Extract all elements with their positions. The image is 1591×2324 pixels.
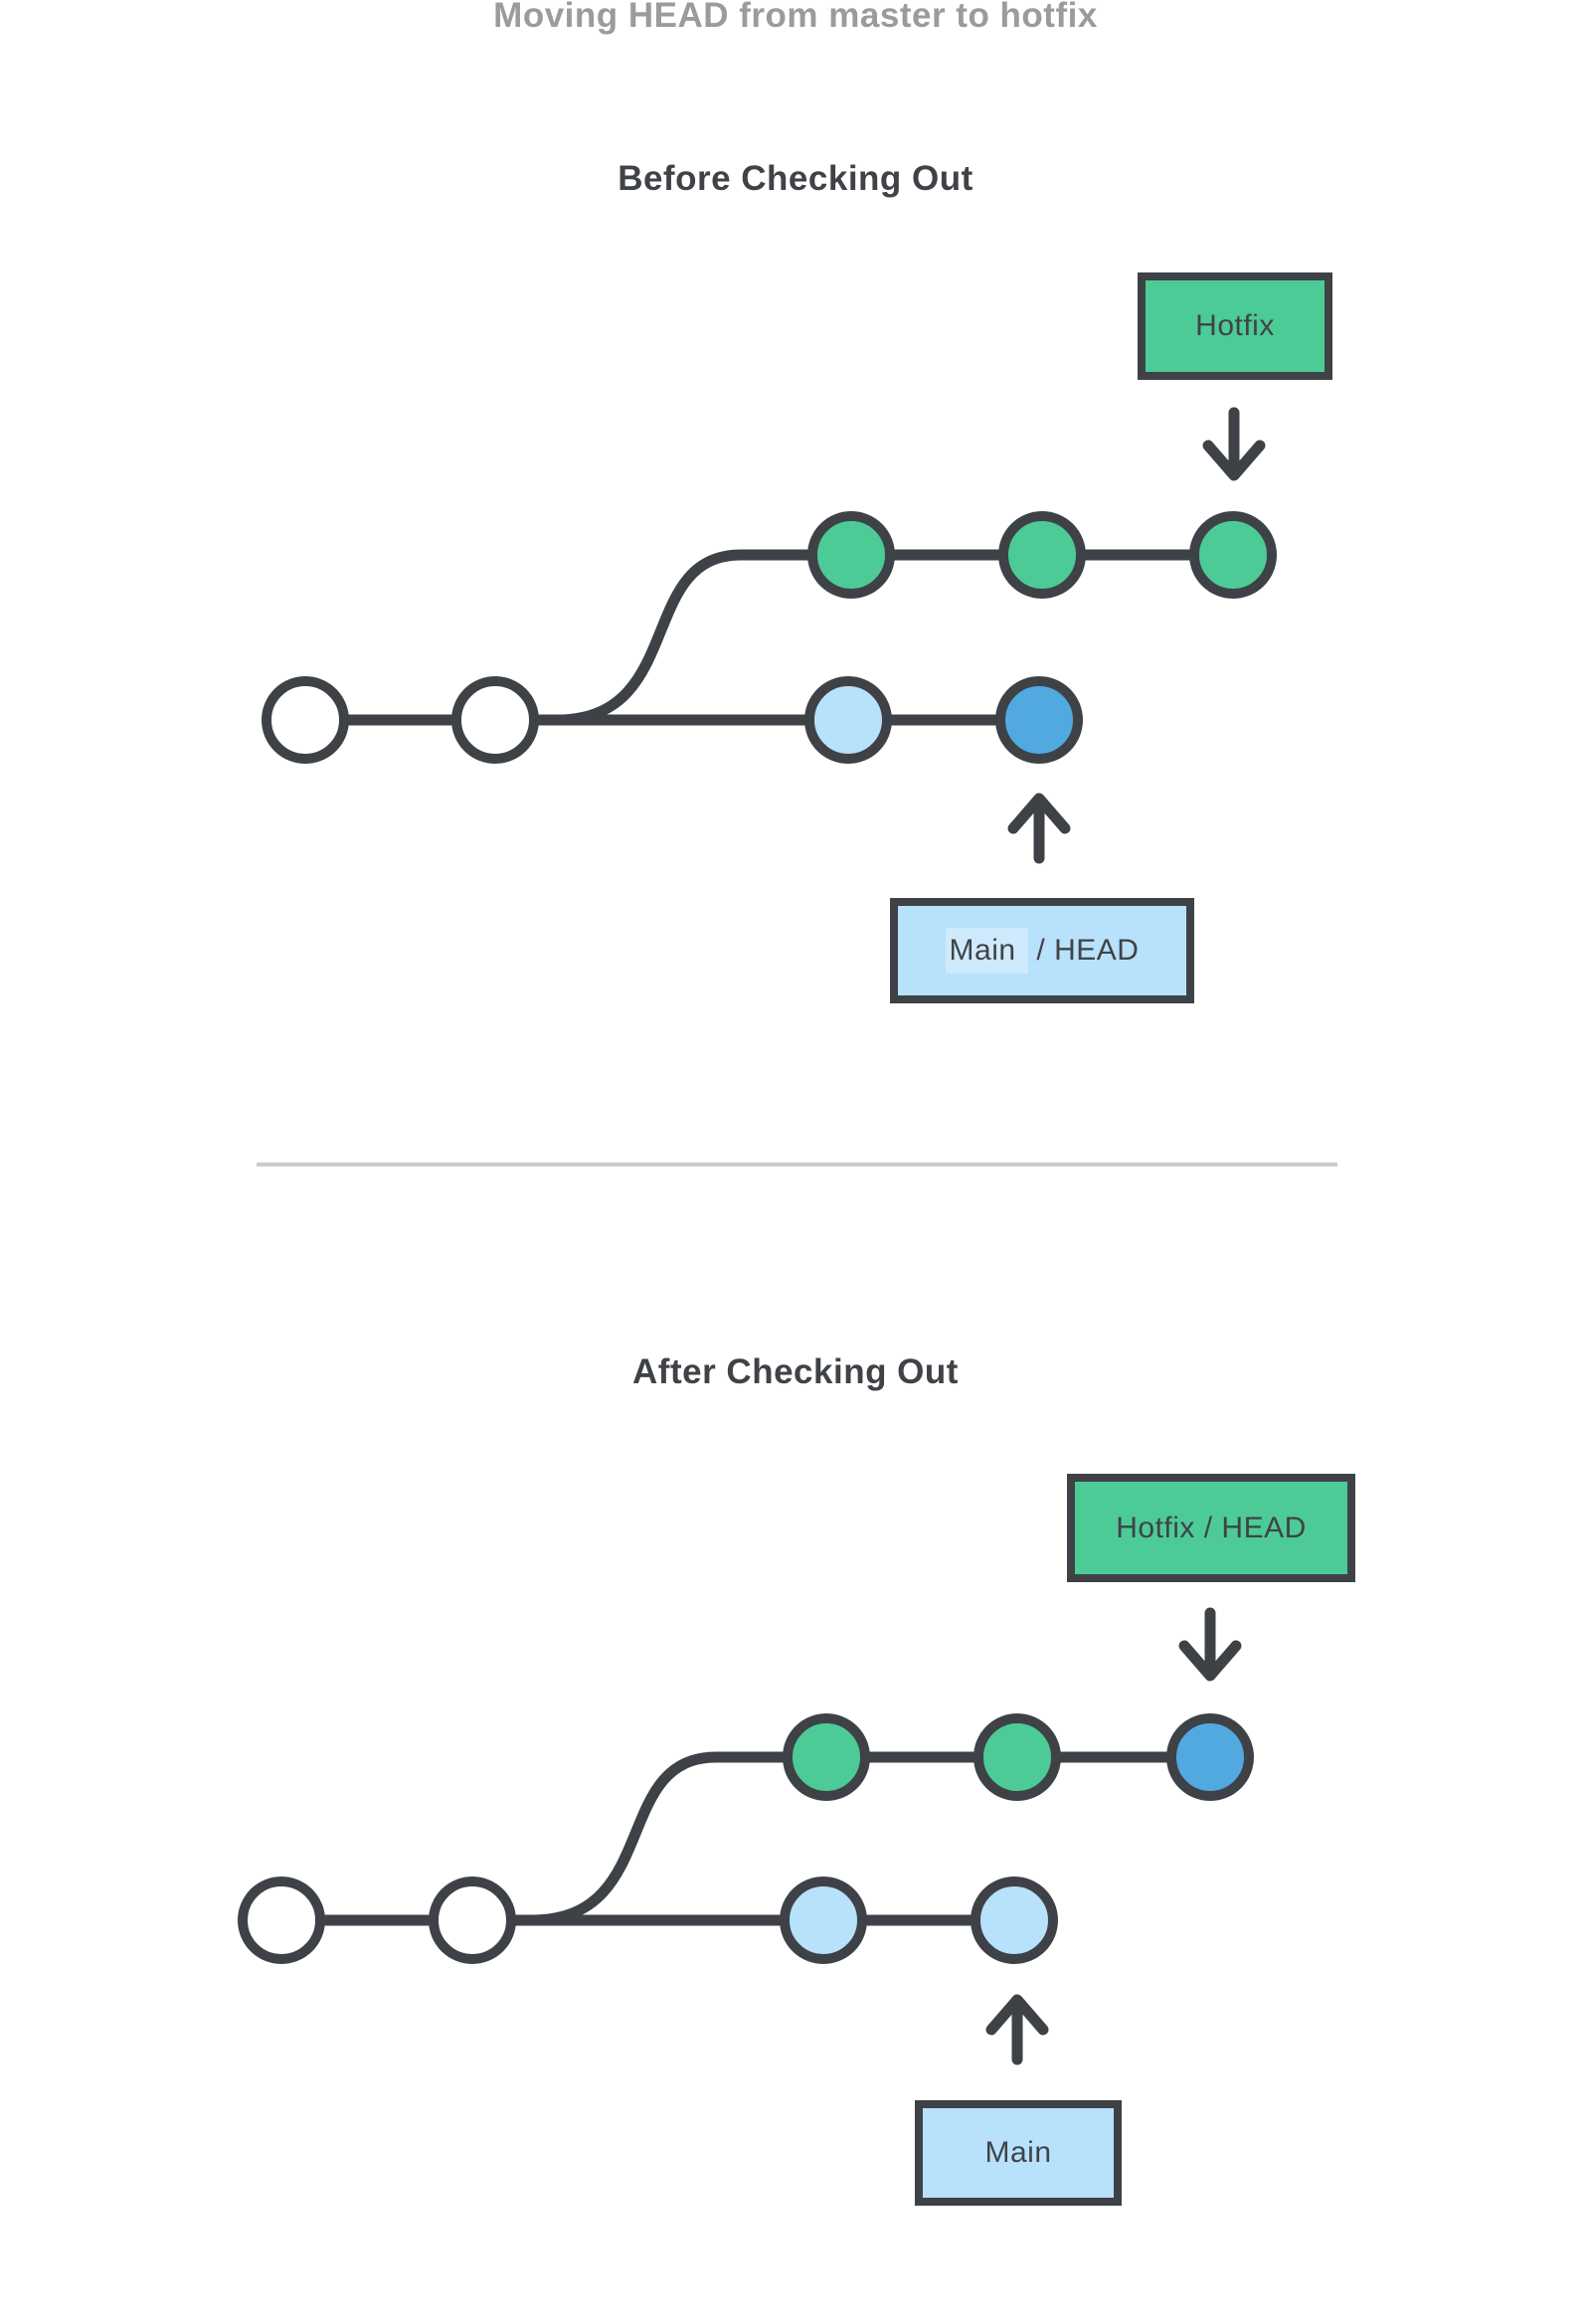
commit-node-main bbox=[804, 676, 892, 764]
main-head-label-primary: Main bbox=[945, 928, 1028, 974]
commit-node-main bbox=[429, 1877, 516, 1964]
section-heading-before: Before Checking Out bbox=[618, 159, 973, 198]
commit-node-hotfix bbox=[1166, 1713, 1254, 1801]
arrow-up-icon bbox=[1007, 793, 1071, 864]
arrow-up-icon bbox=[985, 1994, 1049, 2036]
section-heading-after: After Checking Out bbox=[632, 1352, 959, 1391]
arrow-down-icon bbox=[1202, 440, 1266, 481]
commit-node-hotfix bbox=[783, 1713, 870, 1801]
hotfix-head-label-text: Hotfix / HEAD bbox=[1116, 1511, 1307, 1544]
commit-node-hotfix bbox=[807, 511, 895, 599]
page-title: Moving HEAD from master to hotfix bbox=[493, 0, 1098, 35]
main-branch-label: Main bbox=[915, 2100, 1122, 2206]
commit-node-hotfix bbox=[1189, 511, 1277, 599]
commit-node-main bbox=[451, 676, 539, 764]
commit-node-main bbox=[238, 1877, 325, 1964]
arrow-down-icon bbox=[1202, 407, 1266, 481]
main-head-label: Main / HEAD bbox=[890, 898, 1194, 1003]
commit-node-main bbox=[971, 1877, 1058, 1964]
branch-fork-curve bbox=[526, 1751, 722, 1926]
hotfix-branch-label-text: Hotfix bbox=[1195, 309, 1275, 342]
arrow-up-icon bbox=[1007, 793, 1071, 834]
arrow-down-icon bbox=[1178, 1640, 1242, 1682]
commit-node-hotfix bbox=[973, 1713, 1061, 1801]
hotfix-branch-label: Hotfix bbox=[1138, 272, 1332, 380]
commit-node-main bbox=[995, 676, 1083, 764]
main-branch-label-text: Main bbox=[984, 2136, 1052, 2169]
arrow-down-icon bbox=[1178, 1607, 1242, 1682]
branch-fork-curve bbox=[551, 549, 747, 726]
commit-node-main bbox=[262, 676, 349, 764]
arrow-up-icon bbox=[985, 1994, 1049, 2065]
main-head-label-secondary: / HEAD bbox=[1027, 934, 1140, 967]
commit-node-hotfix bbox=[998, 511, 1086, 599]
hotfix-head-label: Hotfix / HEAD bbox=[1067, 1474, 1355, 1582]
commit-node-main bbox=[780, 1877, 867, 1964]
